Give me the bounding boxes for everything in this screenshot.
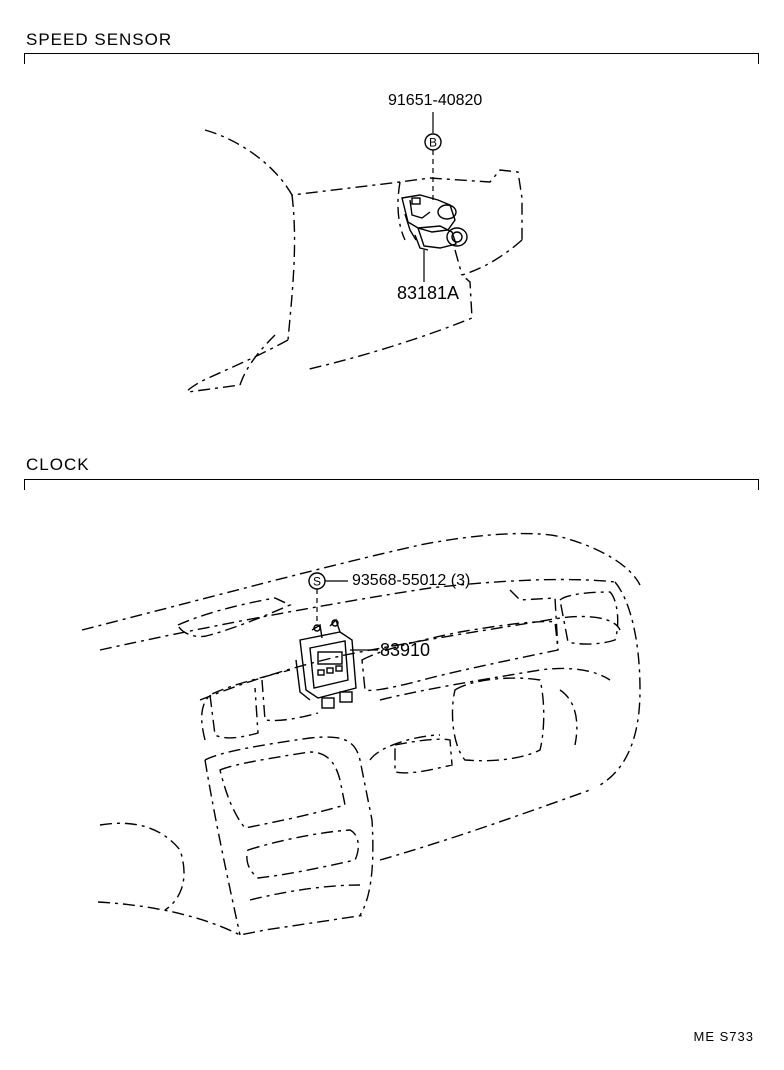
speed-sensor-part-number: 83181A bbox=[397, 283, 460, 303]
speed-sensor-part bbox=[401, 194, 468, 251]
clock-section-bracket bbox=[24, 479, 759, 490]
screw-symbol-letter: S bbox=[313, 575, 321, 589]
instrument-panel-outline bbox=[81, 532, 641, 936]
clock-section-title: CLOCK bbox=[26, 455, 90, 474]
bolt-symbol-letter: B bbox=[429, 136, 437, 150]
screw-part-number: 93568-55012 (3) bbox=[352, 572, 471, 589]
clock-part-number: 83910 bbox=[380, 640, 431, 660]
speed-sensor-section-bracket bbox=[24, 53, 759, 64]
speed-sensor-section-title: SPEED SENSOR bbox=[26, 30, 173, 49]
bolt-part-number: 91651-40820 bbox=[388, 92, 483, 109]
clock-part bbox=[295, 618, 357, 709]
transmission-housing-outline bbox=[186, 129, 523, 393]
diagram-code: ME S733 bbox=[693, 1029, 754, 1044]
